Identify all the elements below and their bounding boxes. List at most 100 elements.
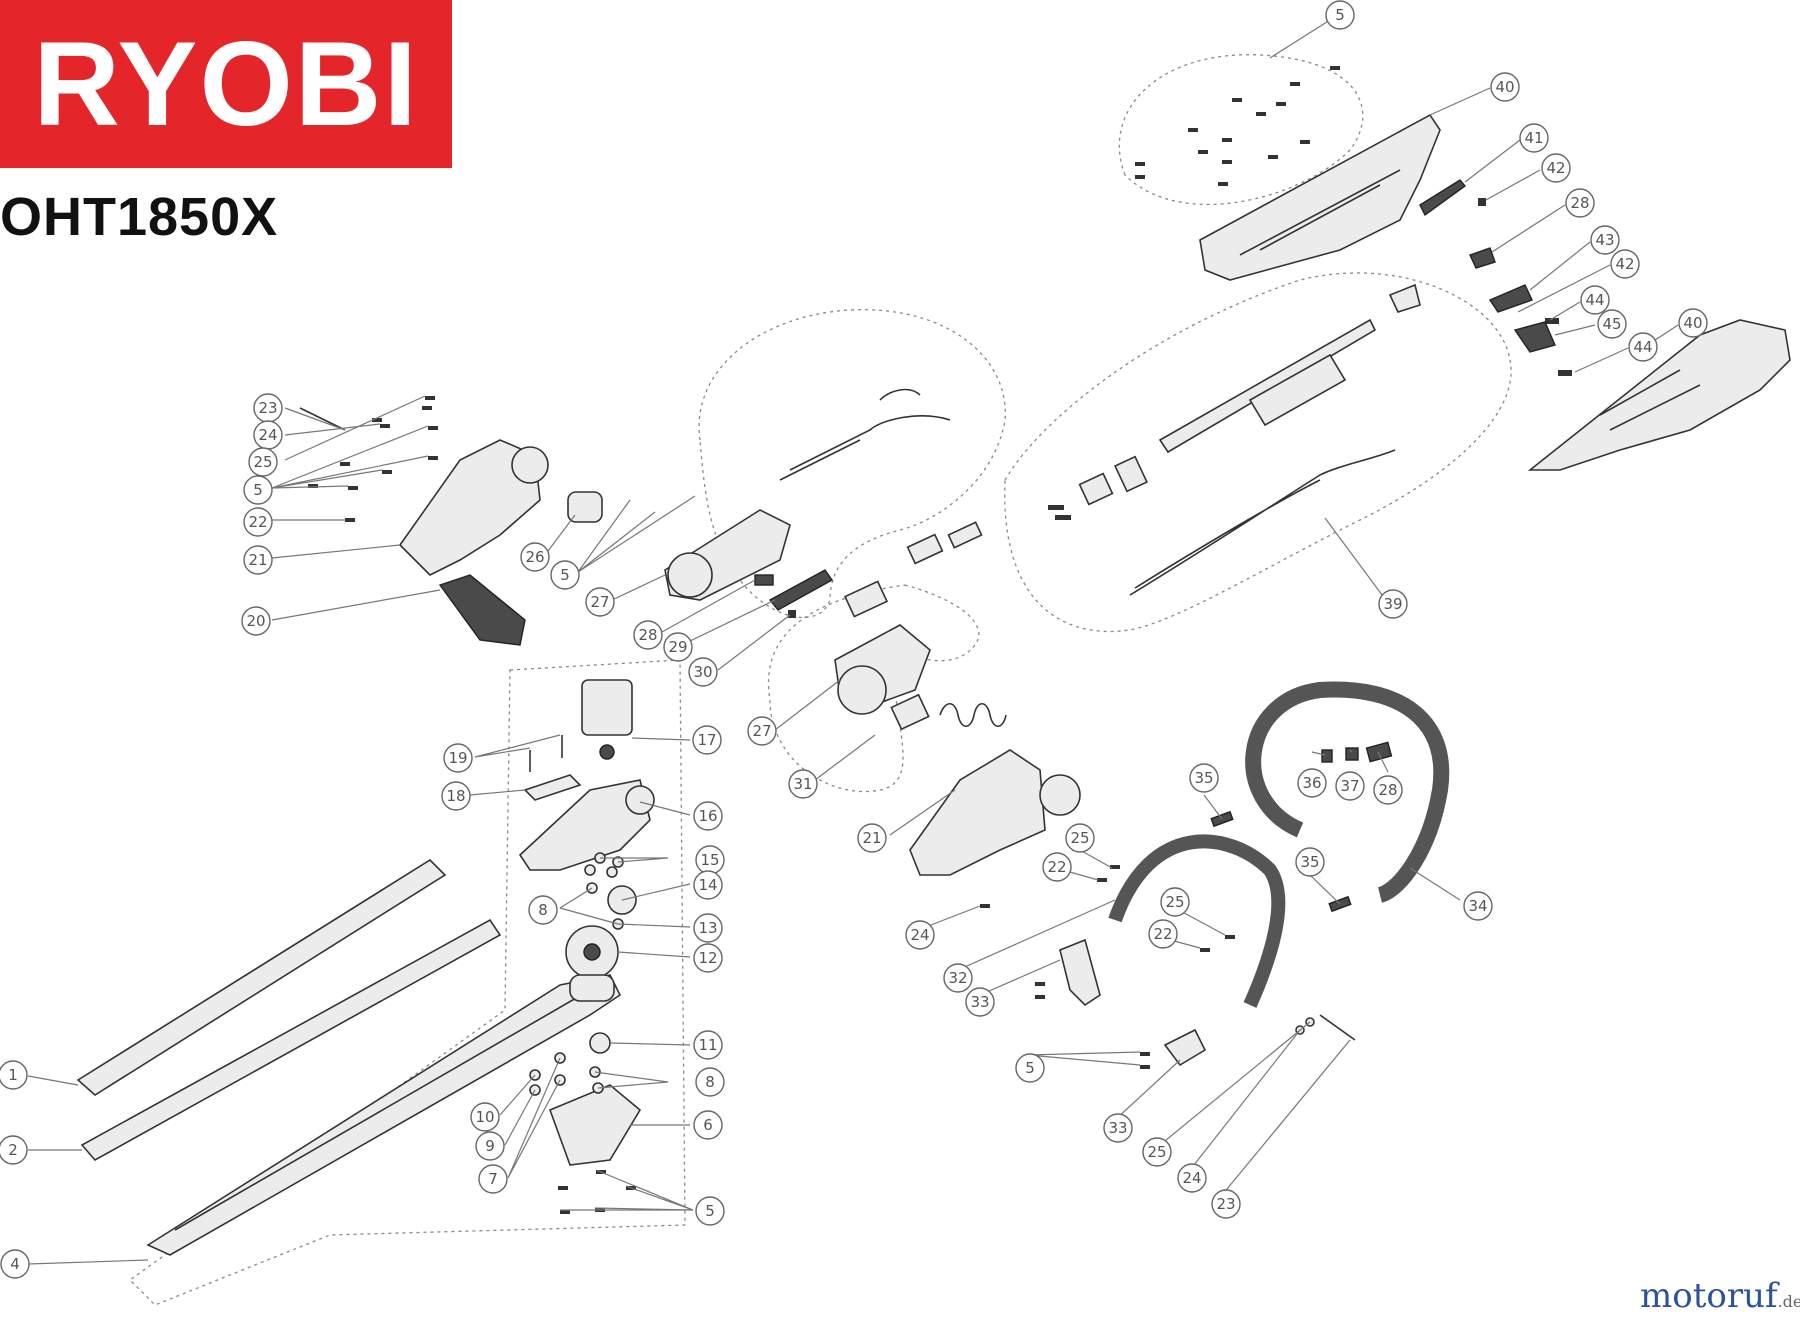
model-number: OHT1850X	[0, 187, 279, 247]
callout-label: 25	[253, 453, 272, 471]
callout-4: 4	[0, 1249, 30, 1279]
rear-handle-half-40	[1199, 113, 1441, 281]
callout-label: 16	[698, 807, 717, 825]
watermark-main: motoruf	[1640, 1276, 1778, 1316]
wiring-harness-39	[1129, 449, 1396, 596]
callout-label: 8	[538, 901, 548, 919]
callout-35-a: 35	[1189, 763, 1219, 793]
callout-21-a: 21	[243, 545, 273, 575]
callout-25-d: 25	[1142, 1137, 1172, 1167]
callout-32: 32	[943, 963, 973, 993]
callout-label: 7	[488, 1170, 498, 1188]
callout-label: 13	[698, 919, 717, 937]
callout-label: 40	[1495, 78, 1514, 96]
callout-label: 1	[8, 1066, 18, 1084]
callout-label: 9	[485, 1137, 495, 1155]
callout-label: 33	[1108, 1119, 1127, 1137]
callout-label: 33	[970, 993, 989, 1011]
shaft-group-outline	[1004, 272, 1512, 633]
bracket-33-a	[1059, 938, 1101, 1007]
callout-8-a: 8	[528, 895, 558, 925]
callout-12: 12	[693, 943, 723, 973]
callout-label: 22	[1047, 858, 1066, 876]
callout-5-a: 5	[243, 475, 273, 505]
d-handle-34	[1245, 681, 1450, 903]
callout-21-b: 21	[857, 823, 887, 853]
callout-22-c: 22	[1148, 919, 1178, 949]
callout-34: 34	[1463, 891, 1493, 921]
callout-label: 35	[1194, 769, 1213, 787]
callout-44-a: 44	[1580, 285, 1610, 315]
callout-18: 18	[441, 781, 471, 811]
part-45	[1513, 321, 1556, 353]
front-handle-32	[1108, 834, 1286, 1008]
callout-8-b: 8	[695, 1067, 725, 1097]
callout-label: 23	[258, 399, 277, 417]
parts	[76, 66, 1791, 1256]
callout-label: 42	[1546, 159, 1565, 177]
callout-42-a: 42	[1541, 153, 1571, 183]
callout-24-b: 24	[905, 920, 935, 950]
callout-label: 31	[793, 775, 812, 793]
callout-6: 6	[693, 1110, 723, 1140]
callout-25-b: 25	[1065, 823, 1095, 853]
callout-31: 31	[788, 769, 818, 799]
callout-44-b: 44	[1628, 332, 1658, 362]
callout-14: 14	[693, 870, 723, 900]
callout-label: 15	[700, 851, 719, 869]
callout-25-a: 25	[248, 447, 278, 477]
callout-5-d: 5	[1015, 1053, 1045, 1083]
callout-35-b: 35	[1295, 847, 1325, 877]
callout-label: 26	[525, 548, 544, 566]
callout-label: 44	[1585, 291, 1604, 309]
callout-5-c: 5	[695, 1196, 725, 1226]
callout-label: 35	[1300, 853, 1319, 871]
callout-label: 18	[446, 787, 465, 805]
callout-label: 20	[246, 612, 265, 630]
callout-label: 37	[1340, 777, 1359, 795]
callout-22-a: 22	[243, 507, 273, 537]
screw-group-outline-top	[1118, 54, 1364, 205]
callout-label: 22	[1153, 925, 1172, 943]
callout-7: 7	[478, 1164, 508, 1194]
callout-label: 28	[1378, 781, 1397, 799]
callout-label: 27	[752, 722, 771, 740]
callout-10: 10	[470, 1102, 500, 1132]
callout-40-b: 40	[1678, 308, 1708, 338]
callout-label: 5	[1025, 1059, 1035, 1077]
callout-23-b: 23	[1211, 1189, 1241, 1219]
callout-label: 12	[698, 949, 717, 967]
watermark-tld: .de	[1777, 1292, 1800, 1311]
callout-label: 22	[248, 513, 267, 531]
callout-label: 5	[1335, 6, 1345, 24]
callout-28-b: 28	[633, 620, 663, 650]
blade-guard-2	[80, 918, 502, 1162]
callout-27-b: 27	[747, 716, 777, 746]
callout-label: 25	[1147, 1143, 1166, 1161]
callout-label: 28	[638, 626, 657, 644]
callout-42-b: 42	[1610, 249, 1640, 279]
callout-19: 19	[443, 743, 473, 773]
callout-label: 32	[948, 969, 967, 987]
callout-25-c: 25	[1160, 887, 1190, 917]
callout-label: 45	[1602, 315, 1621, 333]
gearbox-group-outline	[128, 659, 686, 1306]
callout-label: 43	[1595, 231, 1614, 249]
callout-label: 41	[1524, 129, 1543, 147]
callout-label: 11	[698, 1036, 717, 1054]
motor-17	[581, 679, 633, 736]
callout-37: 37	[1335, 771, 1365, 801]
callout-label: 36	[1302, 774, 1321, 792]
callout-label: 30	[693, 663, 712, 681]
callout-label: 21	[862, 829, 881, 847]
wiring-upper	[779, 388, 951, 481]
callout-label: 25	[1070, 829, 1089, 847]
callout-label: 5	[705, 1202, 715, 1220]
shaft-end-cap	[1388, 283, 1421, 313]
rear-handle-half-40-b	[1527, 319, 1791, 471]
callout-2: 2	[0, 1135, 28, 1165]
switch-28-top	[1469, 247, 1496, 269]
callout-label: 2	[8, 1141, 18, 1159]
